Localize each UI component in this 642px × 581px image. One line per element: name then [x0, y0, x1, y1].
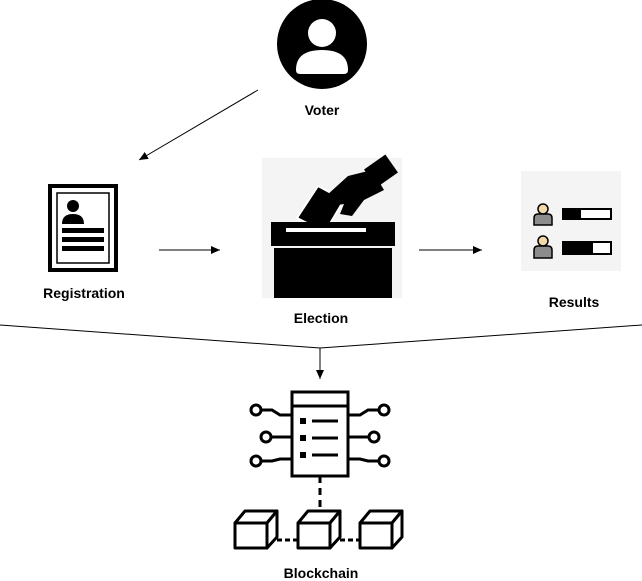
blockchain-ledger-icon [233, 390, 404, 550]
block-3-icon [358, 509, 404, 550]
blockchain-label: Blockchain [284, 565, 359, 581]
connectors [0, 89, 642, 379]
blockchain-node: Blockchain [233, 390, 404, 581]
election-node: Election [262, 154, 402, 326]
arrow-voter-to-registration [138, 89, 259, 161]
registration-label: Registration [43, 285, 125, 301]
election-label: Election [294, 310, 348, 326]
ballot-box-icon [262, 154, 402, 298]
voter-node: Voter [277, 0, 367, 118]
results-node: Results [521, 171, 621, 310]
results-label: Results [549, 294, 600, 310]
block-2-icon [296, 509, 342, 550]
funnel-left-line [0, 324, 321, 349]
result-bar-2 [563, 242, 593, 254]
result-bar-1 [563, 209, 581, 219]
user-avatar-icon [277, 0, 367, 89]
funnel-right-line [319, 324, 642, 349]
results-bars-icon [521, 171, 621, 271]
voter-label: Voter [305, 102, 340, 118]
candidate-1-icon [533, 203, 553, 226]
id-document-icon [48, 184, 118, 272]
block-1-icon [233, 509, 279, 550]
registration-node: Registration [43, 184, 125, 301]
candidate-2-icon [533, 235, 553, 259]
